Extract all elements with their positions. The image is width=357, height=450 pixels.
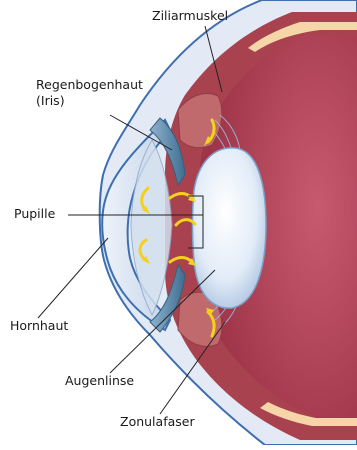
leader-hornhaut [38,238,108,318]
label-ciliary-muscle: Ziliarmuskel [152,8,228,23]
label-zonule: Zonulafaser [120,414,195,429]
label-iris-latin: (Iris) [36,93,65,108]
label-iris-name: Regenbogenhaut [36,77,143,92]
label-lens: Augenlinse [65,373,134,388]
label-pupil: Pupille [14,206,55,221]
crystalline-lens [193,148,267,308]
label-cornea: Hornhaut [10,318,68,333]
